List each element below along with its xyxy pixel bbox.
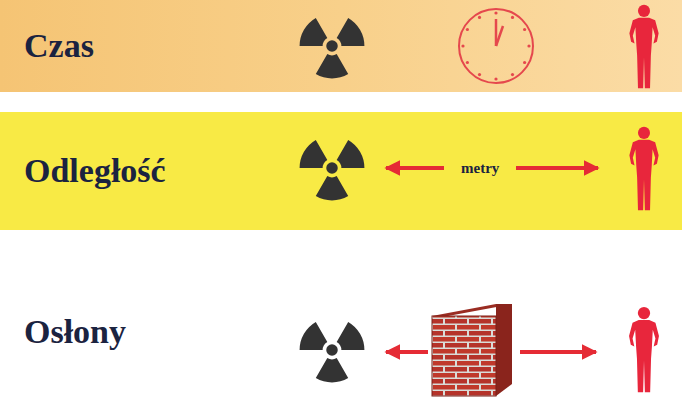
band: Osłony [0, 262, 682, 401]
shield-arrow [520, 350, 596, 354]
distance-arrow [386, 166, 444, 170]
distance-label: metry [458, 160, 502, 177]
shield-arrow [386, 350, 428, 354]
band-title: Czas [24, 27, 94, 65]
clock [459, 9, 533, 83]
radiation-symbol [296, 320, 368, 383]
radiation-symbol [296, 138, 368, 201]
band: Czas [0, 0, 682, 92]
person-figure [629, 307, 659, 392]
band: Odległość [0, 112, 682, 230]
brick-wall [432, 304, 512, 396]
person-figure [629, 5, 658, 88]
person-figure [629, 127, 658, 210]
band-title: Osłony [24, 313, 126, 351]
distance-arrow [516, 166, 598, 170]
band-title: Odległość [24, 152, 166, 190]
radiation-symbol [296, 16, 368, 79]
